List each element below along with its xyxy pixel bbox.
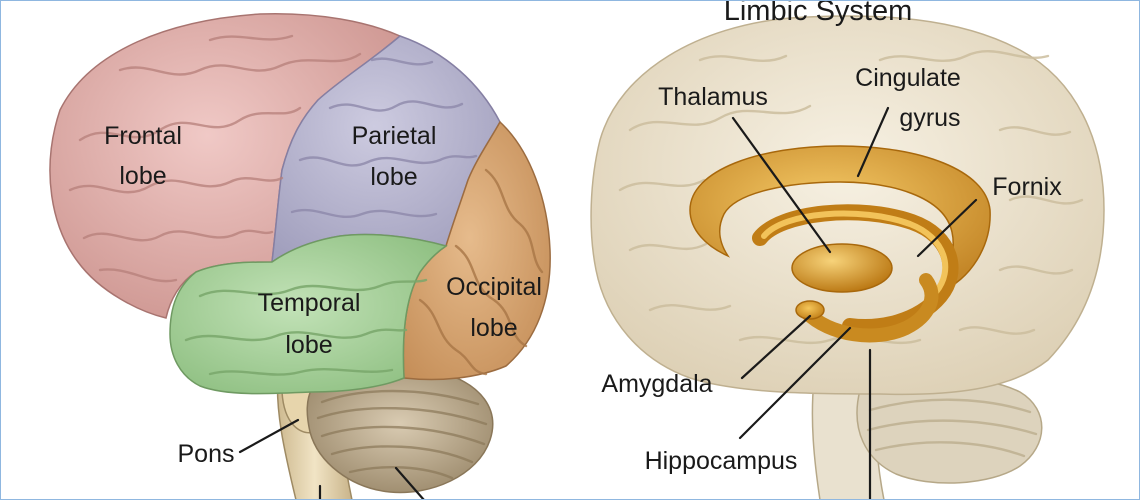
leader-line-stub-b bbox=[394, 466, 426, 500]
thalamus-shape bbox=[791, 243, 893, 293]
right-brain: Limbic System Thalamus Cingulate gyrus F… bbox=[590, 0, 1105, 500]
cingulate-label-line2: gyrus bbox=[899, 104, 960, 132]
label-hippocampus: Hippocampus bbox=[645, 326, 852, 475]
label-occipital-lobe: Occipital lobe bbox=[446, 273, 542, 342]
left-brain: Frontal lobe Parietal lobe Temporal lobe… bbox=[49, 12, 551, 500]
occipital-gyri bbox=[418, 168, 544, 376]
occipital-label-line2: lobe bbox=[470, 314, 517, 342]
label-temporal-lobe: Temporal lobe bbox=[258, 289, 361, 359]
cerebellum-folia bbox=[316, 389, 488, 480]
pons-leader-line bbox=[238, 418, 300, 454]
fornix-label: Fornix bbox=[992, 173, 1062, 201]
label-pons: Pons bbox=[178, 418, 300, 468]
temporal-gyri bbox=[184, 278, 428, 376]
fornix-leader-line bbox=[916, 198, 978, 258]
parietal-label-line1: Parietal bbox=[352, 122, 437, 150]
cingulate-leader-line bbox=[856, 106, 890, 178]
parietal-label-line2: lobe bbox=[370, 163, 417, 191]
limbic-gyri bbox=[618, 50, 1084, 345]
occipital-label-line1: Occipital bbox=[446, 273, 542, 301]
frontal-label-line2: lobe bbox=[119, 162, 166, 190]
frontal-label-line1: Frontal bbox=[104, 122, 182, 150]
limbic-system-title: Limbic System bbox=[724, 0, 913, 27]
frontal-gyri bbox=[68, 34, 362, 283]
label-cingulate-gyrus: Cingulate gyrus bbox=[855, 64, 961, 178]
amygdala-label: Amygdala bbox=[601, 370, 712, 398]
fornix-highlight bbox=[761, 210, 949, 295]
label-frontal-lobe: Frontal lobe bbox=[104, 122, 182, 190]
label-parietal-lobe: Parietal lobe bbox=[352, 122, 437, 191]
label-amygdala: Amygdala bbox=[601, 314, 812, 398]
limbic-structures bbox=[689, 145, 991, 343]
temporal-label-line1: Temporal bbox=[258, 289, 361, 317]
limbic-cerebellum-folia bbox=[866, 398, 1038, 458]
amygdala-leader-line bbox=[740, 314, 812, 380]
thalamus-label: Thalamus bbox=[658, 83, 768, 111]
temporal-label-line2: lobe bbox=[285, 331, 332, 359]
cingulate-label-line1: Cingulate bbox=[855, 64, 961, 92]
parietal-gyri bbox=[290, 57, 478, 219]
amygdala-shape bbox=[795, 300, 825, 320]
hippocampus-shape bbox=[799, 273, 939, 343]
hippocampus-label: Hippocampus bbox=[645, 447, 798, 475]
hippocampus-leader-line bbox=[738, 326, 852, 440]
label-thalamus: Thalamus bbox=[658, 83, 832, 254]
label-fornix: Fornix bbox=[916, 173, 1062, 258]
thalamus-leader-line bbox=[731, 116, 832, 254]
pons-label: Pons bbox=[178, 440, 235, 468]
